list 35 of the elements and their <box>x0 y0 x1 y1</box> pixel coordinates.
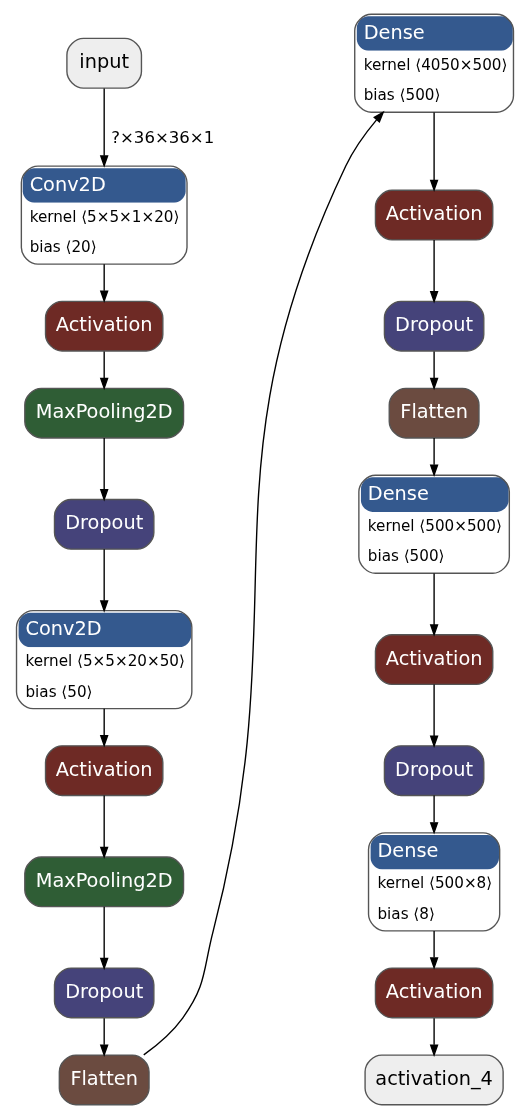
arrow <box>429 794 438 835</box>
node-box: Dropout <box>53 498 155 550</box>
arrow <box>429 350 438 391</box>
node-box: input <box>65 37 142 89</box>
arrow <box>429 239 438 304</box>
node-box: Dropout <box>383 745 484 797</box>
node-box: Dropout <box>383 300 484 352</box>
node-box: Dropout <box>53 967 155 1019</box>
node-box: Flatten <box>58 1054 150 1106</box>
arrow <box>429 683 438 748</box>
arrow <box>429 1017 438 1057</box>
node-box: Activation <box>374 634 493 686</box>
node-box: Activation <box>44 745 164 797</box>
node-box: Activation <box>44 300 164 352</box>
arrow <box>429 111 438 193</box>
node-box: MaxPooling2D <box>23 856 184 908</box>
arrow <box>99 263 109 304</box>
arrow <box>99 906 109 971</box>
edge-label: ?×36×36×1 <box>110 128 214 148</box>
arrow <box>429 437 438 478</box>
arrow <box>429 930 438 970</box>
node-box: Activation <box>374 189 493 241</box>
arrow <box>99 437 109 502</box>
node-box: Flatten <box>388 387 480 439</box>
arrow <box>142 110 384 1056</box>
arrow <box>99 548 109 613</box>
arrow <box>99 350 109 391</box>
arrow <box>99 87 109 168</box>
arrow <box>99 794 109 860</box>
arrow <box>99 708 109 748</box>
node-box: activation_4 <box>363 1054 504 1106</box>
node-box: Activation <box>374 967 493 1019</box>
arrow <box>429 572 438 637</box>
arrow <box>99 1017 109 1057</box>
node-box: MaxPooling2D <box>23 387 184 439</box>
